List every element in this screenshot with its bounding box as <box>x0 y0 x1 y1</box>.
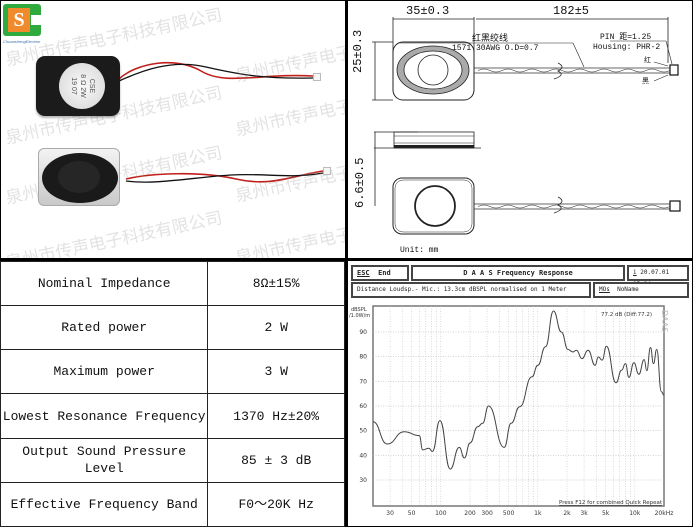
logo-caption: ChuanshengElectron <box>3 39 41 44</box>
table-row: Rated power 2 W <box>0 305 345 351</box>
pin-pitch: PIN 距=1.25 <box>600 33 652 42</box>
svg-text:40: 40 <box>359 452 367 459</box>
svg-text:70: 70 <box>359 378 367 385</box>
speaker-wires <box>118 61 324 183</box>
svg-text:DAAS: DAAS <box>660 310 669 332</box>
wire-label: 红黑绞线 <box>472 34 509 44</box>
mo-box: MOs NoName <box>593 282 689 298</box>
panel-divider-horizontal <box>0 258 693 261</box>
spec-name: Nominal Impedance <box>0 260 209 307</box>
black-wire-label: 黑 <box>642 77 649 85</box>
svg-text:30: 30 <box>359 477 367 484</box>
spec-table: Nominal Impedance 8Ω±15% Rated power 2 W… <box>0 260 345 527</box>
thickness-dimension: 6.6±0.5 <box>353 157 367 208</box>
svg-text:dBSPL: dBSPL <box>351 307 367 313</box>
svg-text:30: 30 <box>386 510 394 517</box>
housing-spec: Housing: PHR-2 <box>593 43 661 52</box>
svg-text:50: 50 <box>359 428 367 435</box>
frequency-response-chart: 30 40 50 60 70 80 90 30 50 100 200 300 500 1k 2k 3k 5k 10… <box>349 305 674 517</box>
esc-end-button[interactable]: ESC End <box>351 265 409 281</box>
chart-title: D A A S Frequency Response <box>411 265 625 281</box>
svg-text:1k: 1k <box>534 510 542 517</box>
width-dimension: 35±0.3 <box>406 4 450 18</box>
speaker-label: CSE 8 Ω 2W 19 07 <box>59 63 105 109</box>
spec-name: Output Sound Pressure Level <box>0 437 209 483</box>
connector <box>313 73 321 81</box>
panel-divider-vertical <box>345 0 348 527</box>
svg-text:10k: 10k <box>629 510 641 517</box>
spec-value: 1370 Hz±20% <box>207 393 345 439</box>
spec-name: Rated power <box>0 305 209 351</box>
product-photo-panel: S ChuanshengElectron 泉州市传声电子科技有限公司 泉州市传声… <box>1 1 345 258</box>
svg-text:2k: 2k <box>563 510 571 517</box>
wire-spec: 1571 30AWG O.D=0.7 <box>452 44 539 53</box>
table-row: Nominal Impedance 8Ω±15% <box>0 260 345 307</box>
frequency-response-panel: ESC End D A A S Frequency Response i 20.… <box>348 261 692 526</box>
spec-name: Effective Frequency Band <box>0 481 209 527</box>
svg-text:80: 80 <box>359 354 367 361</box>
connector <box>323 167 331 175</box>
spec-value: 8Ω±15% <box>207 260 345 307</box>
svg-text:77.2 dB (Diff:77.2): 77.2 dB (Diff:77.2) <box>601 312 652 318</box>
info-icon: i <box>633 269 637 276</box>
svg-text:50: 50 <box>408 510 416 517</box>
spec-value: F0～20K Hz <box>207 481 345 527</box>
svg-text:3k: 3k <box>580 510 588 517</box>
spec-name: Lowest Resonance Frequency <box>0 393 209 439</box>
svg-text:5k: 5k <box>602 510 610 517</box>
spec-name: Maximum power <box>0 349 209 395</box>
svg-text:60: 60 <box>359 403 367 410</box>
spec-value: 2 W <box>207 305 345 351</box>
svg-text:500: 500 <box>503 510 515 517</box>
company-logo: S <box>3 4 41 36</box>
table-row: Effective Frequency Band F0～20K Hz <box>0 481 345 527</box>
chart-subtitle: Distance Loudsp.- Mic.: 13.3cm dBSPL nor… <box>351 282 591 298</box>
red-wire-label: 红 <box>644 56 651 64</box>
svg-text:100: 100 <box>435 510 447 517</box>
height-dimension: 25±0.3 <box>351 29 365 73</box>
svg-text:Press F12 for combined Quick R: Press F12 for combined Quick Repeat <box>559 500 663 506</box>
svg-text:200: 200 <box>464 510 476 517</box>
dimension-drawing: 35±0.3 182±5 25±0.3 6.6±0.5 红黑绞线 1571 30… <box>348 1 691 258</box>
unit-label: Unit: mm <box>400 246 439 255</box>
spec-value: 85 ± 3 dB <box>207 437 345 483</box>
table-row: Output Sound Pressure Level 85 ± 3 dB <box>0 437 345 483</box>
speaker-front-image <box>38 148 120 206</box>
speaker-back-image: CSE 8 Ω 2W 19 07 <box>36 56 120 116</box>
svg-text:90: 90 <box>359 329 367 336</box>
cable-length-dimension: 182±5 <box>553 4 590 18</box>
svg-text:/1.0W/m: /1.0W/m <box>349 313 370 319</box>
logo-letter: S <box>8 8 30 32</box>
svg-text:300: 300 <box>481 510 493 517</box>
svg-text:20kHz: 20kHz <box>655 510 674 517</box>
table-row: Maximum power 3 W <box>0 349 345 395</box>
table-row: Lowest Resonance Frequency 1370 Hz±20% <box>0 393 345 439</box>
spec-value: 3 W <box>207 349 345 395</box>
